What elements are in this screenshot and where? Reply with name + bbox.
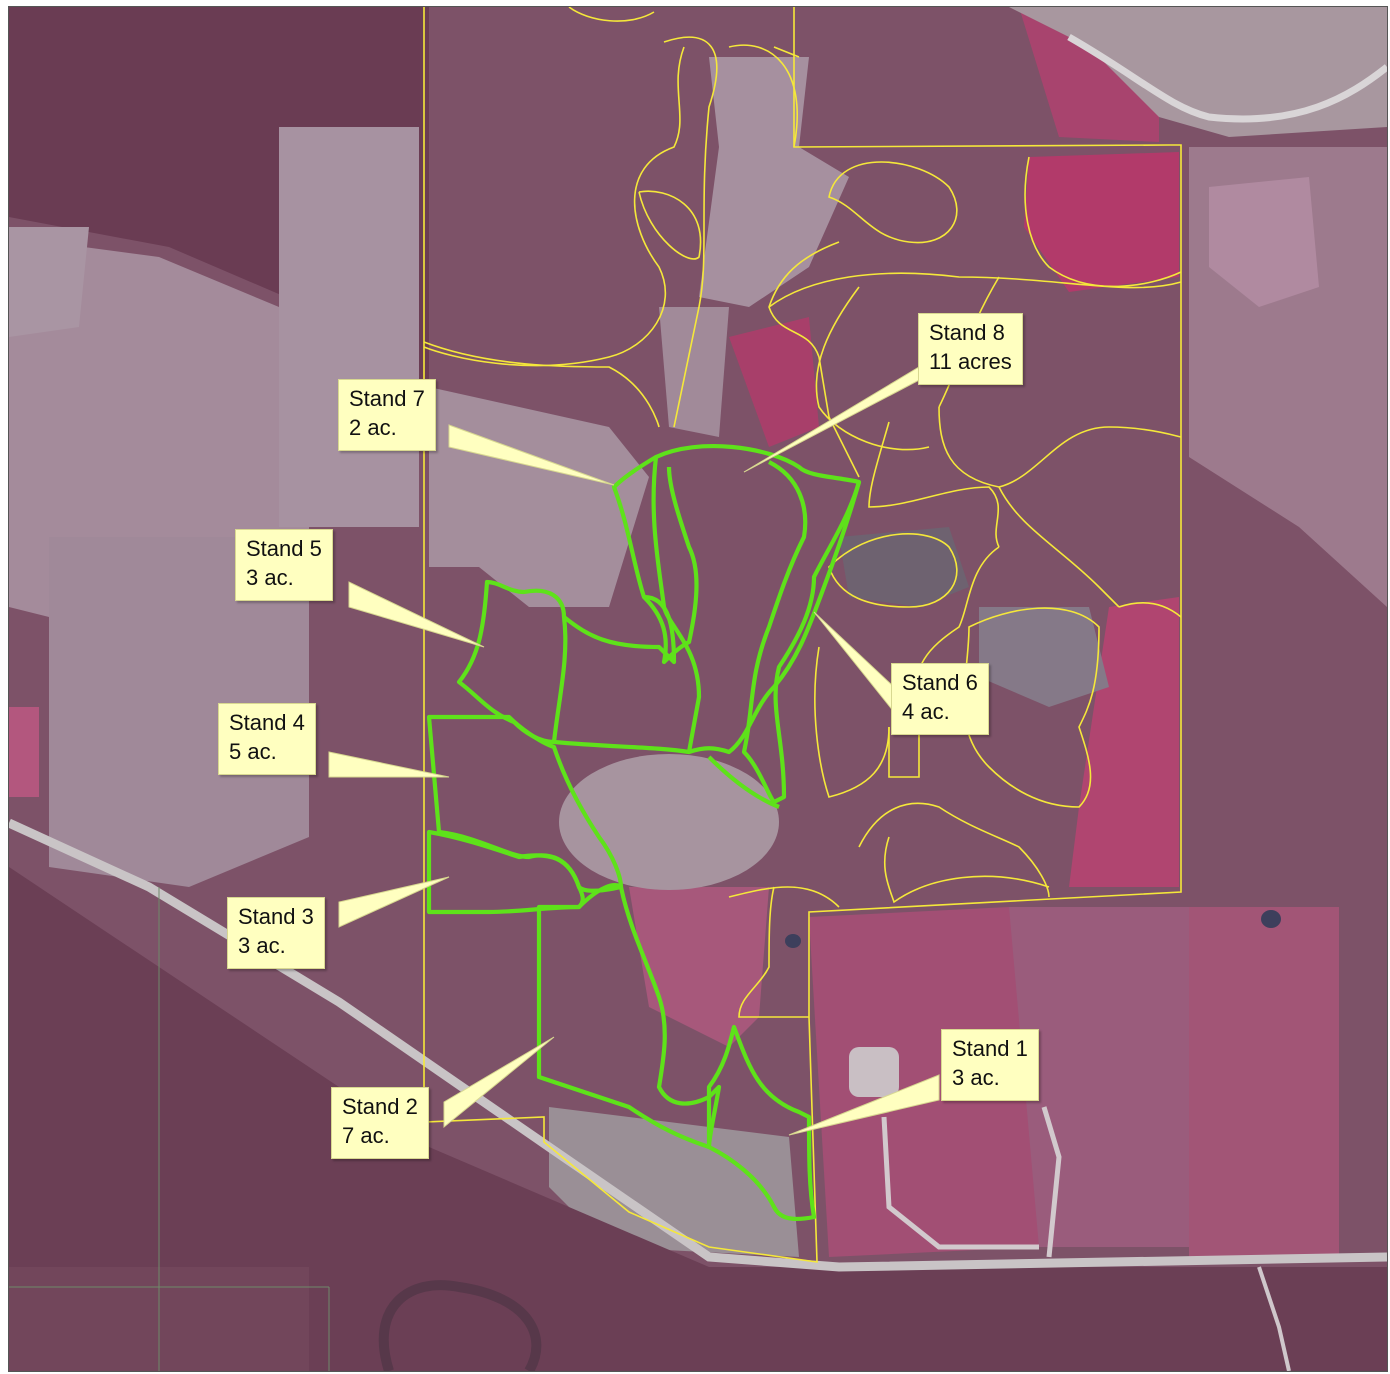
stand-6-area: 4 ac.	[902, 699, 950, 724]
parcel-boundaries	[423, 7, 1182, 1263]
stand-1-label: Stand 1 3 ac.	[941, 1029, 1039, 1101]
stand-3-name: Stand 3	[238, 904, 314, 929]
stand-6-boundary	[741, 460, 862, 805]
stand-8-name: Stand 8	[929, 320, 1005, 345]
aerial-map: Stand 8 11 acres Stand 7 2 ac. Stand 5 3…	[8, 6, 1388, 1372]
stand-3-area: 3 ac.	[238, 933, 286, 958]
stand-5-pointer	[348, 581, 485, 648]
stand-7-area: 2 ac.	[349, 415, 397, 440]
stand-7-pointer	[448, 424, 615, 486]
stand-5-area: 3 ac.	[246, 565, 294, 590]
stand-6-label: Stand 6 4 ac.	[891, 663, 989, 735]
stand-2-area: 7 ac.	[342, 1123, 390, 1148]
stand-2-label: Stand 2 7 ac.	[331, 1087, 429, 1159]
stand-boundaries	[426, 443, 862, 1222]
stand-5-name: Stand 5	[246, 536, 322, 561]
stand-5-label: Stand 5 3 ac.	[235, 529, 333, 601]
stand-6-name: Stand 6	[902, 670, 978, 695]
stand-2-pointer	[443, 1036, 555, 1129]
stand-4-label: Stand 4 5 ac.	[218, 703, 316, 775]
stand-1-name: Stand 1	[952, 1036, 1028, 1061]
stand-8-area: 11 acres	[929, 349, 1012, 374]
stand-1-boundary	[706, 1024, 817, 1222]
stand-3-boundary	[426, 829, 585, 915]
aerial-imagery	[9, 7, 1387, 1371]
stand-3-label: Stand 3 3 ac.	[227, 897, 325, 969]
stand-7-label: Stand 7 2 ac.	[338, 379, 436, 451]
stand-8-label: Stand 8 11 acres	[918, 313, 1023, 385]
stand-2-name: Stand 2	[342, 1094, 418, 1119]
stand-4-pointer	[328, 751, 450, 778]
stand-4-area: 5 ac.	[229, 739, 277, 764]
stand-7-boundary	[611, 455, 699, 665]
stand-3-pointer	[338, 876, 450, 928]
stand-1-pointer	[788, 1074, 940, 1136]
callout-pointers	[328, 366, 945, 1136]
property-boundary	[423, 7, 1182, 1263]
stand-4-name: Stand 4	[229, 710, 305, 735]
stand-1-area: 3 ac.	[952, 1065, 1000, 1090]
stand-2-boundary	[536, 883, 722, 1150]
stand-7-name: Stand 7	[349, 386, 425, 411]
stand-main-boundary	[553, 594, 780, 809]
map-canvas	[9, 7, 1387, 1371]
